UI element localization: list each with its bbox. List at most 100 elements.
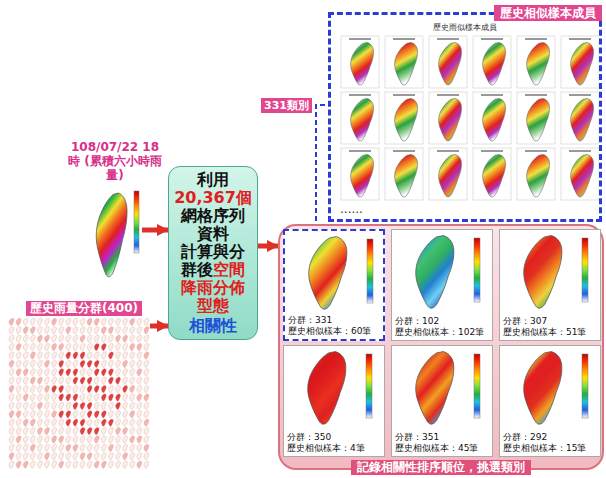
illustration-part (73, 411, 78, 418)
illustration-part (23, 427, 28, 434)
illustration-part (101, 335, 106, 342)
illustration-part (349, 94, 371, 96)
illustration-part (37, 318, 42, 325)
illustration-part (116, 369, 121, 376)
illustration-part (116, 394, 121, 401)
illustration-part (66, 352, 71, 359)
illustration-part (393, 94, 415, 96)
illustration-part (37, 335, 42, 342)
illustration-part (66, 343, 71, 350)
illustration-part (16, 377, 21, 384)
illustration-part (37, 327, 42, 334)
illustration-part (116, 335, 121, 342)
illustration-part (87, 369, 92, 376)
illustration-part (116, 411, 121, 418)
illustration-part (52, 402, 57, 409)
illustration-part (9, 377, 14, 384)
illustration-part (137, 436, 142, 443)
illustration-part (73, 385, 78, 392)
illustration-part (116, 402, 121, 409)
rainfall-map: 108/07/22 18時 (累積六小時雨量) (88, 185, 142, 285)
illustration-part (385, 92, 423, 144)
illustration-part (527, 99, 550, 141)
illustration-part (52, 377, 57, 384)
illustration-part (87, 461, 92, 468)
illustration-part (130, 444, 135, 451)
illustration-part (9, 335, 14, 342)
illustration-part (16, 394, 21, 401)
illustration-part (116, 343, 121, 350)
illustration-part (52, 327, 57, 334)
illustration-part (59, 369, 64, 376)
illustration-part (66, 461, 71, 468)
box-text: 利用 (173, 171, 253, 189)
illustration-part (59, 419, 64, 426)
illustration-part (101, 453, 106, 460)
illustration-part (66, 335, 71, 342)
illustration-part (73, 335, 78, 342)
illustration-part (45, 352, 50, 359)
cluster-grid-art (8, 318, 150, 470)
illustration-part (37, 436, 42, 443)
box-text: 網格序列 資料 (173, 207, 253, 243)
illustration-part (87, 411, 92, 418)
illustration-part (59, 377, 64, 384)
illustration-part (123, 385, 128, 392)
illustration-part (395, 155, 418, 197)
illustration-part (16, 360, 21, 367)
illustration-part (473, 36, 511, 88)
illustration-part (144, 436, 149, 443)
illustration-part (123, 411, 128, 418)
illustration-part (437, 38, 459, 40)
illustration-part (481, 150, 503, 152)
illustration-part (9, 360, 14, 367)
illustration-part (130, 327, 135, 334)
illustration-part (23, 394, 28, 401)
illustration-part (134, 191, 139, 253)
illustration-part (94, 461, 99, 468)
illustration-part (87, 352, 92, 359)
illustration-part (73, 427, 78, 434)
illustration-part (59, 427, 64, 434)
illustration-part (80, 402, 85, 409)
illustration-part (45, 411, 50, 418)
illustration-part (66, 360, 71, 367)
illustration-part (16, 419, 21, 426)
illustration-part (144, 402, 149, 409)
illustration-part (108, 453, 113, 460)
illustration-part (30, 377, 35, 384)
illustration-part (66, 453, 71, 460)
illustration-part (23, 335, 28, 342)
sample-count: 歷史相似樣本：60筆 (288, 326, 371, 337)
illustration-part (108, 318, 113, 325)
illustration-part (23, 318, 28, 325)
illustration-part (87, 436, 92, 443)
sample-maps-art (331, 15, 599, 219)
panel-text: 分群：351歷史相似樣本：45筆 (395, 432, 478, 454)
illustration-part (94, 453, 99, 460)
illustration-part (130, 394, 135, 401)
illustration-part (45, 327, 50, 334)
illustration-part (59, 411, 64, 418)
illustration-part (429, 148, 467, 200)
illustration-part (116, 360, 121, 367)
illustration-part (341, 148, 379, 200)
cluster-id: 分群：102 (395, 316, 484, 327)
text-flow: 計算與分 群後空間 降雨分佈 型態 (173, 243, 253, 315)
illustration-part (52, 318, 57, 325)
illustration-part (474, 238, 480, 302)
illustration-part (393, 150, 415, 152)
illustration-part (429, 36, 467, 88)
cluster-id: 分群：307 (503, 316, 586, 327)
illustration-part (37, 385, 42, 392)
illustration-part (16, 402, 21, 409)
illustration-part (59, 402, 64, 409)
illustration-part (144, 335, 149, 342)
illustration-part (101, 444, 106, 451)
illustration-part (30, 385, 35, 392)
illustration-part (59, 444, 64, 451)
illustration-part (80, 377, 85, 384)
illustration-part (80, 453, 85, 460)
illustration-part (73, 461, 78, 468)
sample-members-box: 歷史相似樣本成員歷史雨似樣本成員 (328, 12, 602, 222)
